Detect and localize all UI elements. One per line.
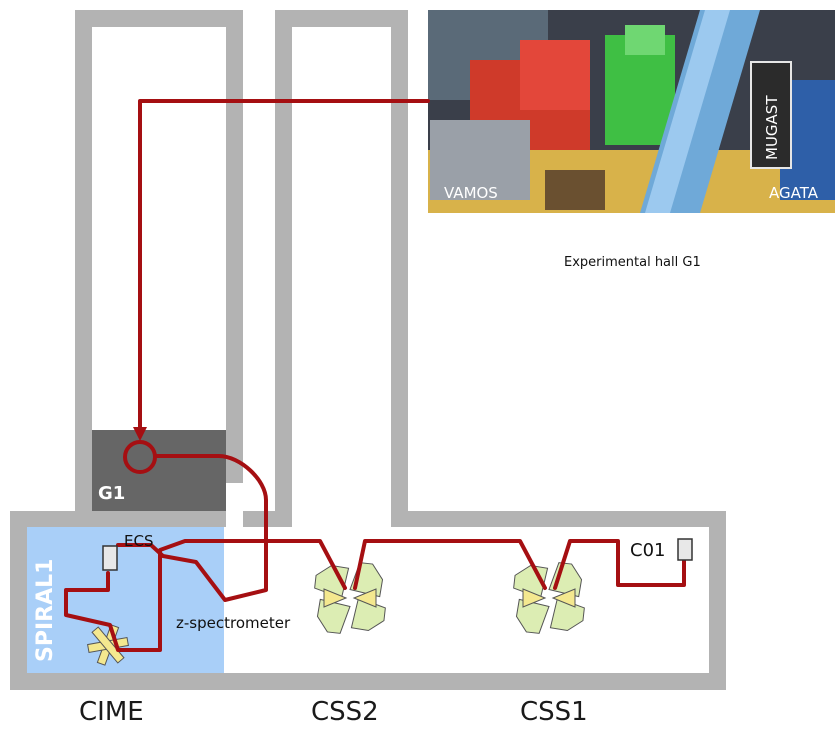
g1-room	[92, 430, 226, 511]
experimental-hall-photo: MUGAST VAMOS AGATA	[428, 10, 835, 213]
magnet-sector	[314, 564, 350, 599]
beamline	[64, 99, 686, 652]
css1-cyclotron	[513, 562, 585, 634]
agata-label: AGATA	[769, 184, 819, 202]
z-spectrometer-label: z-spectrometer	[176, 614, 291, 632]
photo-caption: Experimental hall G1	[564, 255, 701, 270]
magnet-core	[551, 588, 576, 608]
g1-label: G1	[98, 483, 125, 504]
spiral1-label: SPIRAL1	[33, 559, 58, 662]
ecs-label: ECS	[124, 532, 153, 550]
magnet-core	[323, 588, 348, 608]
c01-box	[677, 538, 693, 561]
vamos-label: VAMOS	[444, 184, 498, 202]
magnet-sector	[549, 597, 585, 632]
magnet-core	[352, 588, 377, 608]
ecs-box	[102, 545, 118, 571]
magnet-sector	[350, 597, 386, 632]
hall-label-cime: CIME	[79, 697, 144, 727]
hall-label-css1: CSS1	[520, 697, 588, 727]
magnet-core	[522, 588, 547, 608]
css2-cyclotron	[314, 562, 386, 634]
hall-label-css2: CSS2	[311, 697, 379, 727]
g1-target-circle	[123, 440, 157, 474]
mugast-label: MUGAST	[763, 95, 781, 160]
c01-label: C01	[630, 540, 665, 561]
beam-arrowhead	[133, 427, 147, 441]
